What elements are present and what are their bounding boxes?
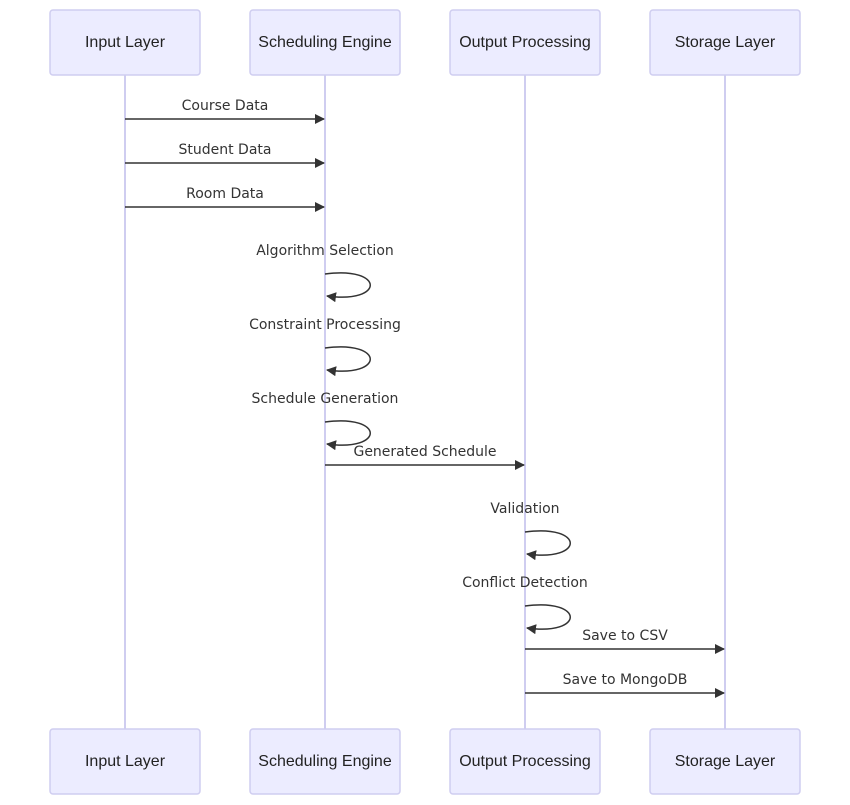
message-7: Generated Schedule: [325, 444, 525, 470]
participant-engine-bottom: Scheduling Engine: [249, 728, 401, 795]
participant-box: [249, 728, 401, 795]
participant-output-top: Output Processing: [449, 9, 601, 76]
participant-box: [649, 728, 801, 795]
participant-box: [649, 9, 801, 76]
message-label: Algorithm Selection: [256, 243, 394, 259]
participant-input-bottom: Input Layer: [49, 728, 201, 795]
participant-label: Storage Layer: [675, 753, 776, 770]
message-label: Constraint Processing: [249, 317, 401, 333]
participant-label: Scheduling Engine: [258, 34, 392, 51]
participant-label: Input Layer: [85, 34, 166, 51]
message-2: Student Data: [125, 142, 325, 168]
participant-box: [49, 728, 201, 795]
message-5: Constraint Processing: [249, 317, 401, 377]
message-8: Validation: [490, 501, 571, 561]
message-9: Conflict Detection: [462, 575, 588, 635]
message-label: Conflict Detection: [462, 575, 588, 591]
participant-label: Storage Layer: [675, 34, 776, 51]
self-message-arrow: [324, 346, 371, 377]
participant-box: [49, 9, 201, 76]
message-6: Schedule Generation: [252, 391, 399, 451]
participant-storage-top: Storage Layer: [649, 9, 801, 76]
participant-label: Scheduling Engine: [258, 753, 392, 770]
participant-box: [449, 728, 601, 795]
participant-label: Input Layer: [85, 753, 166, 770]
participant-box: [449, 9, 601, 76]
message-10: Save to CSV: [525, 628, 725, 654]
message-1: Course Data: [125, 98, 325, 124]
participant-label: Output Processing: [459, 34, 591, 51]
participant-output-bottom: Output Processing: [449, 728, 601, 795]
participant-engine-top: Scheduling Engine: [249, 9, 401, 76]
message-11: Save to MongoDB: [525, 672, 725, 698]
participant-label: Output Processing: [459, 753, 591, 770]
message-label: Generated Schedule: [353, 444, 496, 460]
message-label: Save to MongoDB: [563, 672, 688, 688]
participant-storage-bottom: Storage Layer: [649, 728, 801, 795]
message-label: Validation: [490, 501, 559, 517]
participant-box: [249, 9, 401, 76]
self-message-arrow: [324, 420, 371, 451]
message-4: Algorithm Selection: [256, 243, 394, 303]
self-message-arrow: [524, 530, 571, 561]
message-label: Room Data: [186, 186, 264, 202]
self-message-arrow: [524, 604, 571, 635]
message-3: Room Data: [125, 186, 325, 212]
message-label: Course Data: [182, 98, 269, 114]
message-label: Save to CSV: [582, 628, 668, 644]
message-label: Schedule Generation: [252, 391, 399, 407]
self-message-arrow: [324, 272, 371, 303]
message-label: Student Data: [179, 142, 272, 158]
participant-input-top: Input Layer: [49, 9, 201, 76]
